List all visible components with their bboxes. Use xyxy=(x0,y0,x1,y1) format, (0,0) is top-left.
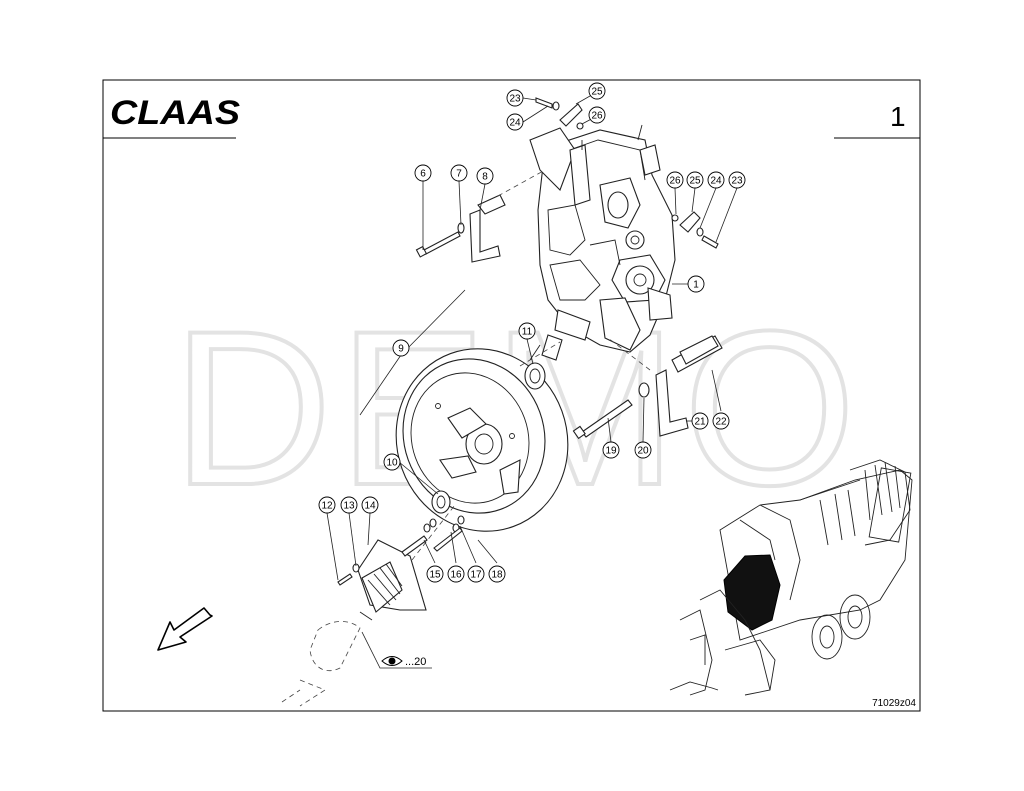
callout-18[interactable]: 18 xyxy=(488,565,506,583)
callout-20[interactable]: 20 xyxy=(634,441,652,459)
svg-text:26: 26 xyxy=(591,111,603,122)
callout-16[interactable]: 16 xyxy=(447,565,465,583)
bracket-8 xyxy=(469,194,506,263)
svg-text:14: 14 xyxy=(364,501,376,512)
direction-arrow-icon xyxy=(157,607,213,651)
brand-logo: CLAAS xyxy=(110,94,240,132)
callout-22[interactable]: 22 xyxy=(712,412,730,430)
svg-text:11: 11 xyxy=(522,327,533,338)
callout-10[interactable]: 10 xyxy=(383,453,401,471)
svg-text:15: 15 xyxy=(429,570,441,581)
bearing-10 xyxy=(431,490,451,514)
svg-text:12: 12 xyxy=(321,501,333,512)
callout-24-top[interactable]: 24 xyxy=(506,113,524,131)
callout-24-right[interactable]: 24 xyxy=(707,171,725,189)
svg-text:CLAAS: CLAAS xyxy=(110,94,240,132)
drawing-id: 71029z04 xyxy=(872,698,916,709)
callout-6[interactable]: 6 xyxy=(414,164,432,182)
callout-17[interactable]: 17 xyxy=(467,565,485,583)
svg-text:19: 19 xyxy=(605,446,617,457)
pto-shaft xyxy=(281,621,361,707)
callout-21[interactable]: 21 xyxy=(691,412,709,430)
callout-11[interactable]: 11 xyxy=(518,322,536,340)
svg-text:20: 20 xyxy=(637,446,649,457)
washer-20 xyxy=(638,382,650,398)
svg-text:25: 25 xyxy=(591,87,603,98)
svg-text:13: 13 xyxy=(343,501,355,512)
callout-19[interactable]: 19 xyxy=(602,441,620,459)
baler-overview-illustration xyxy=(669,459,913,696)
svg-text:17: 17 xyxy=(470,570,482,581)
callout-9[interactable]: 9 xyxy=(392,339,410,357)
callout-26-top[interactable]: 26 xyxy=(588,106,606,124)
svg-text:26: 26 xyxy=(669,176,681,187)
svg-text:10: 10 xyxy=(386,458,398,469)
drawing-frame xyxy=(102,79,921,712)
svg-text:21: 21 xyxy=(694,417,706,428)
svg-text:24: 24 xyxy=(710,176,722,187)
callout-13[interactable]: 13 xyxy=(340,496,358,514)
callout-8[interactable]: 8 xyxy=(476,167,494,185)
svg-text:23: 23 xyxy=(731,176,743,187)
svg-text:1: 1 xyxy=(693,280,699,291)
callout-14[interactable]: 14 xyxy=(361,496,379,514)
top-hardware xyxy=(535,97,584,130)
bolt-15 xyxy=(401,535,428,557)
flywheel xyxy=(395,348,569,532)
svg-text:25: 25 xyxy=(689,176,701,187)
svg-text:8: 8 xyxy=(482,172,488,183)
svg-text:22: 22 xyxy=(715,417,727,428)
callout-15[interactable]: 15 xyxy=(426,565,444,583)
svg-text:6: 6 xyxy=(420,169,426,180)
svg-text:9: 9 xyxy=(398,344,404,355)
callout-23-right[interactable]: 23 xyxy=(728,171,746,189)
bolt-18 xyxy=(433,527,463,552)
callout-23-top[interactable]: 23 xyxy=(506,89,524,107)
bushing-22 xyxy=(679,335,719,365)
eye-icon xyxy=(381,656,403,666)
callout-25-right[interactable]: 25 xyxy=(686,171,704,189)
svg-text:23: 23 xyxy=(509,94,521,105)
svg-text:16: 16 xyxy=(450,570,462,581)
cam-clutch xyxy=(357,539,427,621)
svg-text:24: 24 xyxy=(509,118,521,129)
svg-text:7: 7 xyxy=(456,169,462,180)
callout-26-right[interactable]: 26 xyxy=(666,171,684,189)
callout-1[interactable]: 1 xyxy=(687,275,705,293)
bolt-19 xyxy=(572,399,633,440)
callout-25-top[interactable]: 25 xyxy=(588,82,606,100)
bolt-6 xyxy=(415,231,461,258)
seal-11 xyxy=(524,362,546,390)
eye-reference-note: ...20 xyxy=(405,656,426,668)
svg-text:18: 18 xyxy=(491,570,503,581)
right-hardware xyxy=(671,211,719,249)
bolt-12 xyxy=(337,573,353,586)
gearbox-assembly xyxy=(529,124,676,361)
callout-12[interactable]: 12 xyxy=(318,496,336,514)
callout-7[interactable]: 7 xyxy=(450,164,468,182)
page-number: 1 xyxy=(890,101,906,132)
